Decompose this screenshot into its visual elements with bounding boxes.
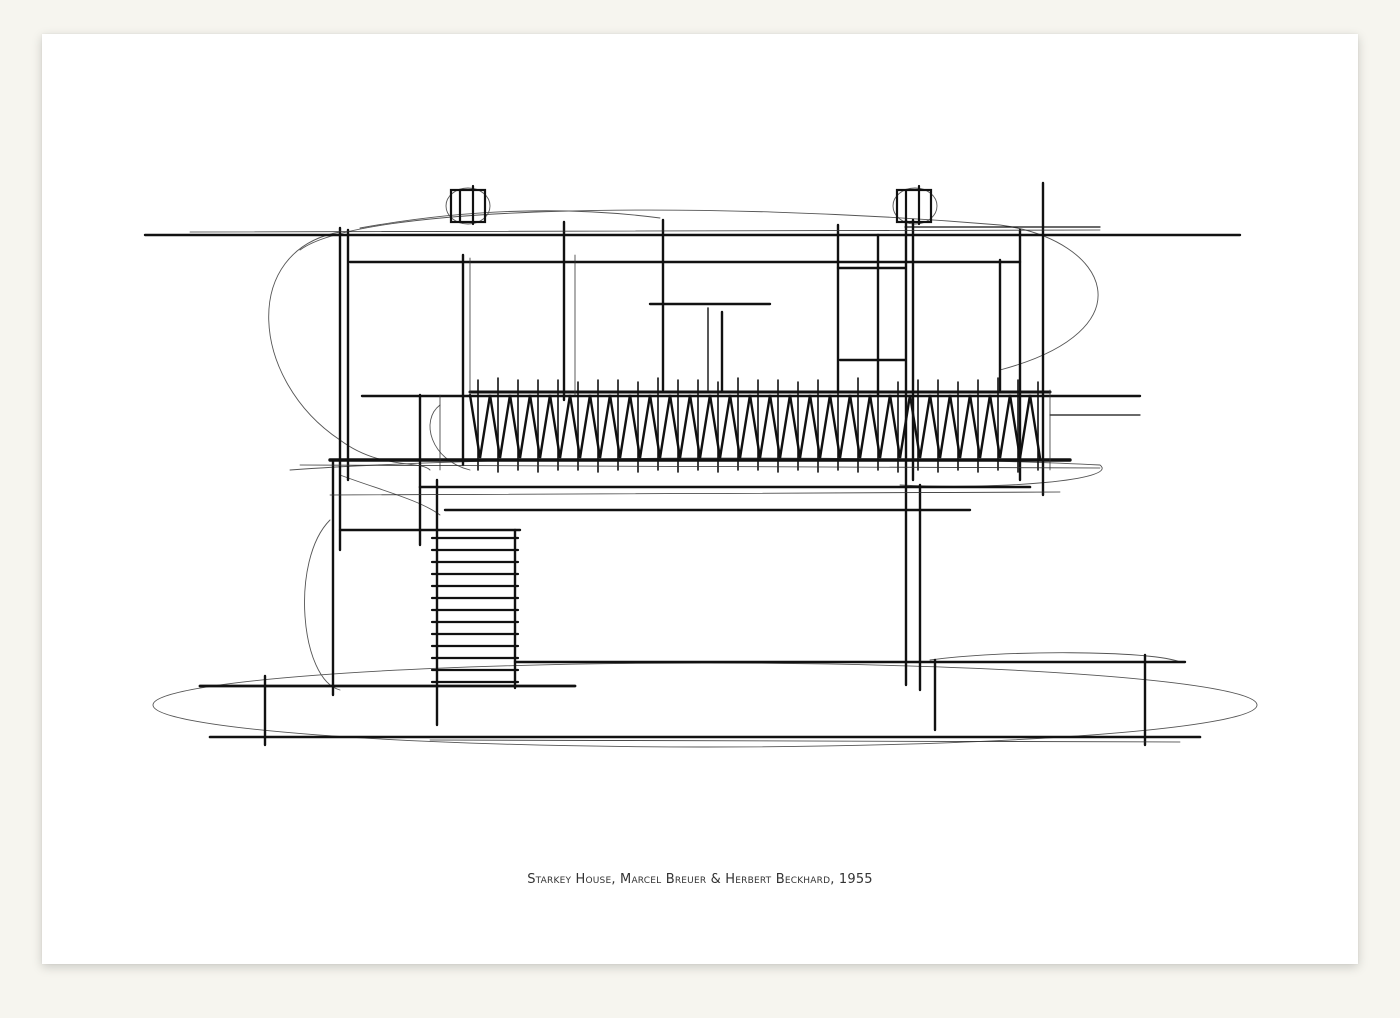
stair-treads [430,536,520,684]
roof-chimneys [449,184,933,226]
vertical-lines [263,181,1147,747]
architectural-sketch [143,181,1258,748]
horizontal-lines [143,226,1242,739]
poster-caption: Starkey House, Marcel Breuer & Herbert B… [527,872,873,887]
accent-strokes [189,229,1181,743]
poster: Starkey House, Marcel Breuer & Herbert B… [42,34,1358,964]
zigzag-band-posts [477,377,1039,473]
zigzag-band [468,393,1042,460]
